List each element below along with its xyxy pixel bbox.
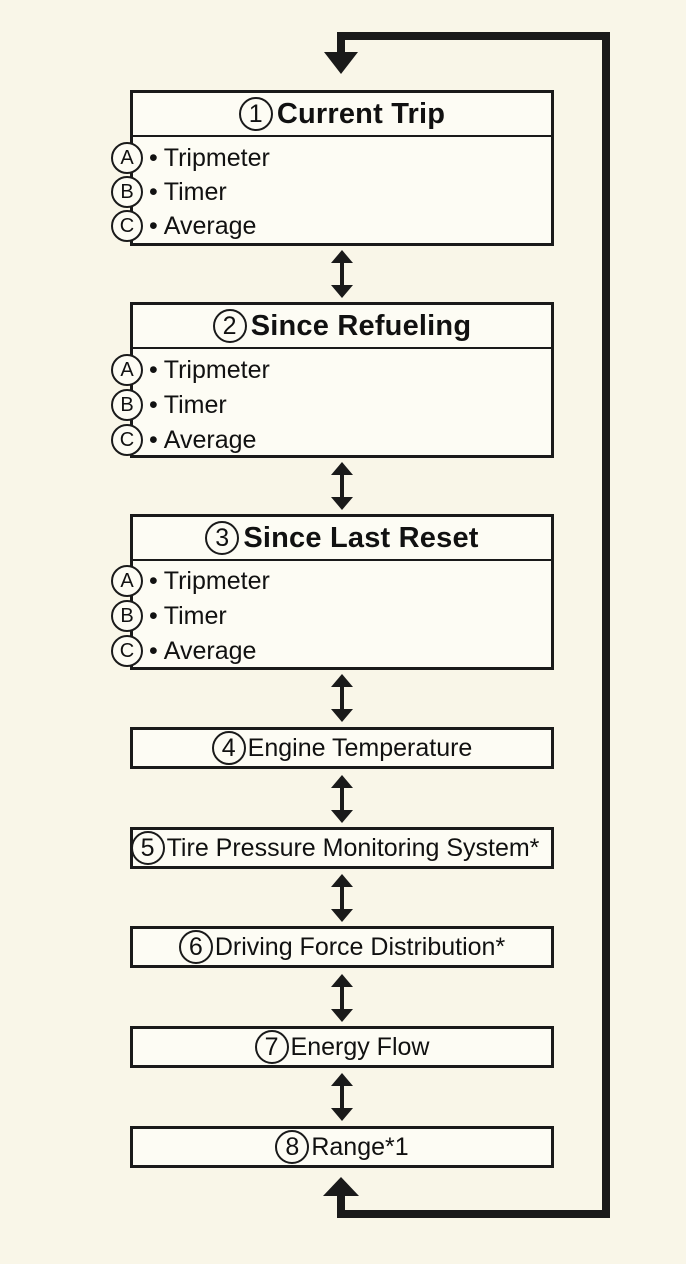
item-average: C • Average: [111, 210, 257, 242]
item-timer: B • Timer: [111, 600, 227, 632]
double-arrow-5-6: [329, 872, 355, 924]
item-label: Tripmeter: [163, 143, 270, 172]
double-arrow-3-4: [329, 672, 355, 724]
item-label: Timer: [163, 390, 227, 419]
label-energy-flow: Energy Flow: [290, 1032, 430, 1061]
loop-line: [337, 32, 610, 1218]
number-1-circle: 1: [238, 97, 273, 131]
bullet: •: [149, 636, 158, 665]
bullet: •: [149, 143, 158, 172]
item-tripmeter: A • Tripmeter: [111, 354, 270, 386]
letter-c-circle: C: [111, 210, 143, 242]
label-driving-force: Driving Force Distribution*: [214, 932, 506, 961]
bullet: •: [149, 390, 158, 419]
bullet: •: [149, 177, 158, 206]
double-arrow-1-2: [329, 248, 355, 300]
box-title: 3 Since Last Reset: [133, 517, 551, 561]
bullet: •: [149, 566, 158, 595]
number-7-circle: 7: [254, 1030, 289, 1064]
bullet: •: [149, 355, 158, 384]
bullet: •: [149, 601, 158, 630]
label-engine-temperature: Engine Temperature: [247, 733, 473, 762]
letter-c-circle: C: [111, 635, 143, 667]
item-label: Tripmeter: [163, 355, 270, 384]
double-arrow-2-3: [329, 460, 355, 512]
box-tire-pressure: 5 Tire Pressure Monitoring System*: [130, 827, 554, 869]
title-current-trip: Current Trip: [276, 97, 446, 130]
box-since-refueling: 2 Since Refueling A • Tripmeter B • Time…: [111, 302, 554, 458]
double-arrow-7-8: [329, 1071, 355, 1123]
item-label: Average: [163, 636, 257, 665]
item-label: Timer: [163, 177, 227, 206]
box-current-trip: 1 Current Trip A • Tripmeter B • Timer C…: [111, 90, 554, 246]
bullet: •: [149, 211, 158, 240]
letter-b-circle: B: [111, 389, 143, 421]
number-8-circle: 8: [275, 1130, 310, 1164]
title-since-last-reset: Since Last Reset: [243, 521, 479, 554]
item-tripmeter: A • Tripmeter: [111, 565, 270, 597]
bullet: •: [149, 425, 158, 454]
item-tripmeter: A • Tripmeter: [111, 142, 270, 174]
item-label: Timer: [163, 601, 227, 630]
label-range: Range*1: [311, 1132, 409, 1161]
item-timer: B • Timer: [111, 389, 227, 421]
loop-arrow-down-icon: [324, 52, 358, 74]
item-label: Tripmeter: [163, 566, 270, 595]
letter-a-circle: A: [111, 142, 143, 174]
letter-a-circle: A: [111, 354, 143, 386]
item-average: C • Average: [111, 635, 257, 667]
item-average: C • Average: [111, 424, 257, 456]
double-arrow-6-7: [329, 972, 355, 1024]
double-arrow-4-5: [329, 773, 355, 825]
number-3-circle: 3: [205, 521, 240, 555]
number-5-circle: 5: [130, 831, 165, 865]
title-since-refueling: Since Refueling: [250, 309, 472, 342]
item-label: Average: [163, 425, 257, 454]
box-driving-force: 6 Driving Force Distribution*: [130, 926, 554, 968]
number-2-circle: 2: [212, 309, 247, 343]
box-title: 1 Current Trip: [133, 93, 551, 137]
box-since-last-reset: 3 Since Last Reset A • Tripmeter B • Tim…: [111, 514, 554, 670]
letter-b-circle: B: [111, 176, 143, 208]
box-range: 8 Range*1: [130, 1126, 554, 1168]
item-label: Average: [163, 211, 257, 240]
item-timer: B • Timer: [111, 176, 227, 208]
letter-a-circle: A: [111, 565, 143, 597]
letter-c-circle: C: [111, 424, 143, 456]
loop-arrow-up-icon: [323, 1177, 359, 1196]
label-tire-pressure: Tire Pressure Monitoring System*: [166, 833, 540, 862]
box-engine-temperature: 4 Engine Temperature: [130, 727, 554, 769]
box-title: 2 Since Refueling: [133, 305, 551, 349]
number-6-circle: 6: [178, 930, 213, 964]
letter-b-circle: B: [111, 600, 143, 632]
box-energy-flow: 7 Energy Flow: [130, 1026, 554, 1068]
number-4-circle: 4: [211, 731, 246, 765]
